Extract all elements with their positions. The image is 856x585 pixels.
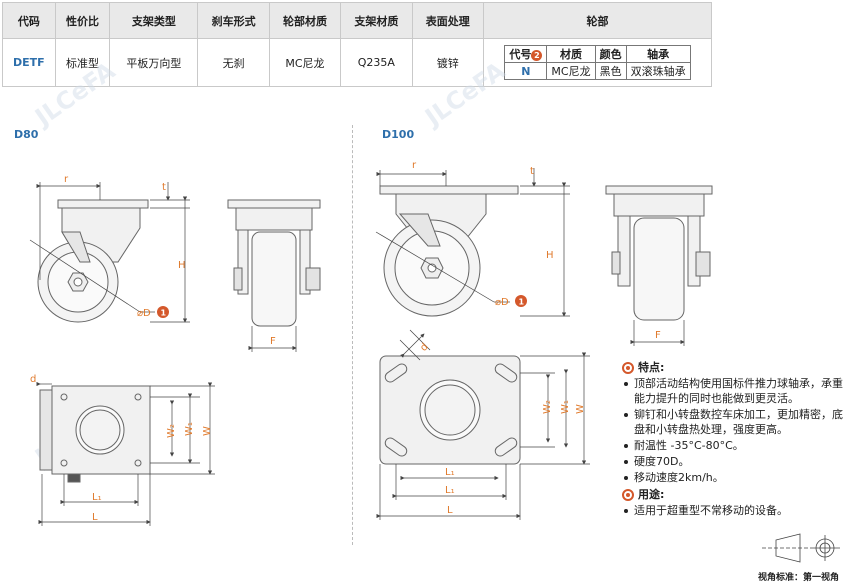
cell-bracket-material: Q235A	[340, 38, 413, 87]
dim-w1: W₁	[184, 422, 195, 436]
dim-l-d100: L	[447, 505, 453, 516]
dim-l1b-d100: L₁	[445, 485, 455, 496]
list-item: 顶部活动结构使用国标件推力球轴承，承重能力提升的同时也能做到更灵活。	[622, 376, 852, 406]
sub-header-material: 材质	[546, 45, 596, 63]
cell-wheel-material: MC尼龙	[268, 38, 342, 87]
dim-w1-d100: W₁	[560, 400, 571, 414]
dim-w2: W₂	[166, 424, 177, 438]
d80-front-dims	[248, 326, 297, 352]
sub-cell-bearing: 双滚珠轴承	[625, 62, 691, 80]
sub-cell-color: 黑色	[594, 62, 627, 80]
cell-bracket-type: 平板万向型	[109, 38, 199, 87]
d100-front-view	[605, 185, 713, 321]
target-icon	[622, 488, 634, 501]
section-divider	[352, 125, 353, 545]
section-title-d100: D100	[382, 128, 415, 141]
table-header-row: 代码 性价比 支架类型 刹车形式 轮部材质 支架材质 表面处理 轮部	[2, 2, 712, 39]
dim-l: L	[92, 512, 98, 523]
cell-brake: 无刹	[197, 38, 270, 87]
cell-value: 标准型	[54, 38, 111, 87]
dim-r: r	[64, 174, 69, 185]
usage-title: 用途:	[638, 488, 665, 501]
dim-f-d100: F	[655, 330, 661, 341]
d100-top-dims	[376, 329, 590, 520]
features-title: 特点:	[638, 361, 665, 374]
dim-d: d	[30, 374, 36, 385]
svg-text:1: 1	[161, 309, 167, 318]
badge-1-icon	[515, 295, 527, 307]
header-wheel: 轮部	[483, 2, 712, 39]
header-wheel-material: 轮部材质	[268, 2, 342, 39]
d80-side-view	[37, 199, 149, 323]
list-item: 移动速度2km/h。	[622, 470, 852, 485]
first-angle-projection-icon	[762, 533, 840, 563]
d80-top-dims	[36, 381, 215, 526]
target-icon	[622, 361, 634, 374]
list-item: 硬度70D。	[622, 454, 852, 469]
dim-t-d100: t	[530, 166, 534, 177]
features-panel: 特点: 顶部活动结构使用国标件推力球轴承，承重能力提升的同时也能做到更灵活。 铆…	[622, 360, 852, 519]
d80-front-view	[227, 199, 321, 327]
dim-h-d100: H	[546, 250, 554, 261]
svg-text:1: 1	[519, 298, 525, 307]
usage-list: 适用于超重型不常移动的设备。	[622, 503, 852, 518]
dim-l1: L₁	[92, 492, 102, 503]
d100-side-dims	[375, 168, 570, 317]
sub-cell-code: N	[504, 62, 548, 80]
list-item: 耐温性 -35°C-80°C。	[622, 438, 852, 453]
dim-h: H	[178, 260, 186, 271]
header-brake: 刹车形式	[197, 2, 270, 39]
header-surface: 表面处理	[411, 2, 485, 39]
sub-cell-material: MC尼龙	[546, 62, 596, 80]
view-standard-label: 视角标准：第一视角	[758, 573, 840, 583]
badge-1-icon	[157, 306, 169, 318]
cell-surface: 镀锌	[411, 38, 485, 87]
dim-d-diameter: ⌀D	[137, 308, 151, 319]
dim-r-d100: r	[412, 160, 417, 171]
features-heading: 特点:	[622, 360, 852, 375]
number-badge: 2	[531, 49, 543, 61]
d80-side-dims	[29, 182, 190, 323]
list-item: 铆钉和小转盘数控车床加工，更加精密，底盘和小转盘热处理，强度更高。	[622, 407, 852, 437]
dim-d-diameter-d100: ⌀D	[495, 297, 509, 308]
dim-l1-d100: L₁	[445, 467, 455, 478]
dim-w: W	[202, 426, 213, 436]
d100-side-view	[379, 185, 519, 317]
usage-heading: 用途:	[622, 487, 852, 502]
features-list: 顶部活动结构使用国标件推力球轴承，承重能力提升的同时也能做到更灵活。 铆钉和小转…	[622, 376, 852, 485]
dim-t: t	[162, 182, 166, 193]
dim-f: F	[270, 336, 276, 347]
dim-w-d100: W	[575, 404, 586, 414]
dim-w2-d100: W₂	[542, 400, 553, 414]
list-item: 适用于超重型不常移动的设备。	[622, 503, 852, 518]
d100-front-dims	[630, 320, 685, 346]
dim-d-d100: d	[418, 342, 430, 354]
spec-table: 代码 性价比 支架类型 刹车形式 轮部材质 支架材质 表面处理 轮部 DETF …	[2, 2, 712, 87]
header-code: 代码	[2, 2, 56, 39]
d80-top-view	[39, 385, 151, 483]
section-title-d80: D80	[14, 128, 39, 141]
header-bracket-material: 支架材质	[340, 2, 413, 39]
d100-top-view	[379, 355, 521, 465]
